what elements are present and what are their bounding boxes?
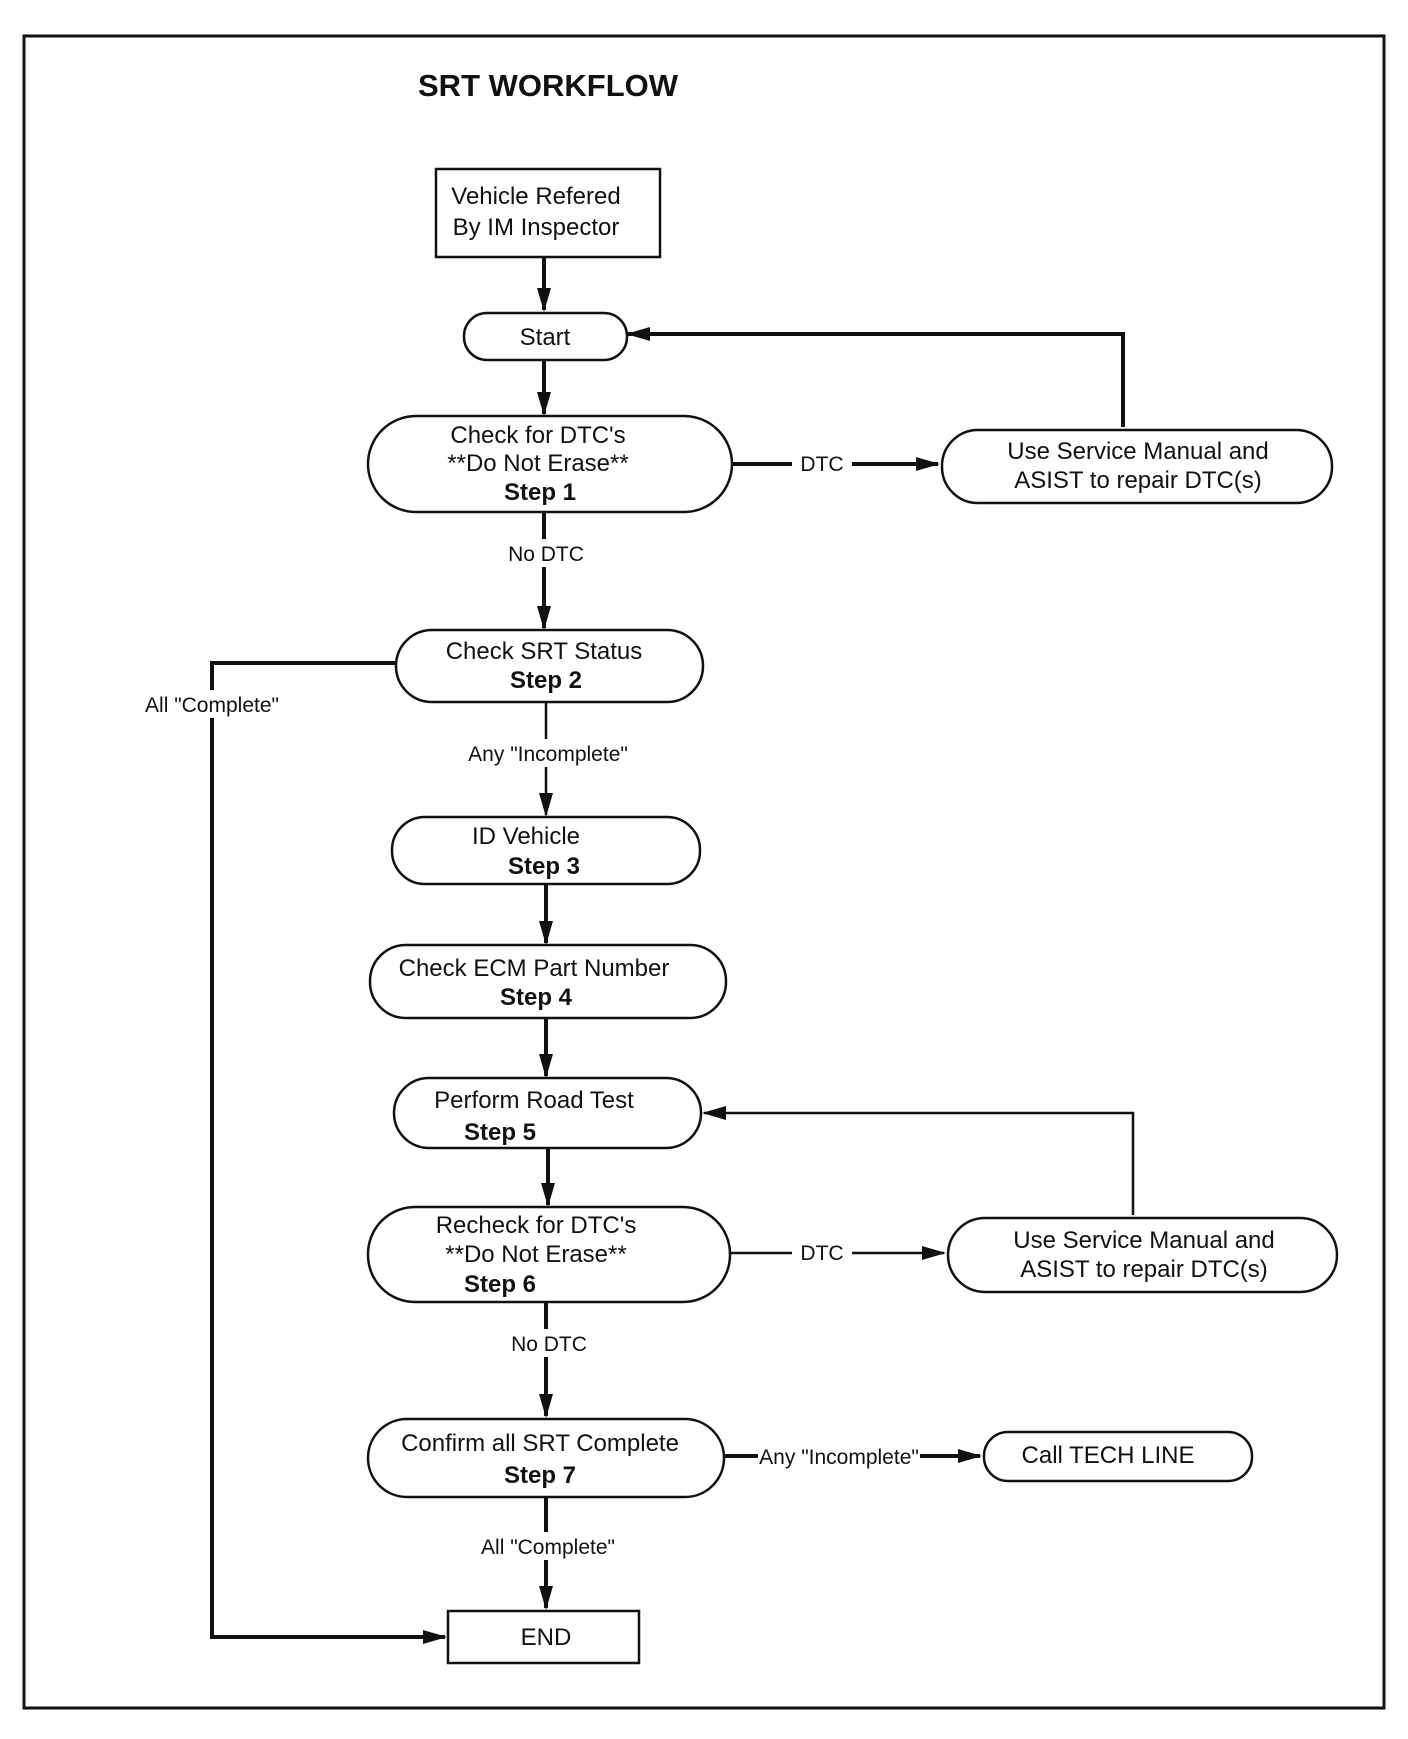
step-label: Step 4 xyxy=(500,984,573,1011)
node-text-line: By IM Inspector xyxy=(453,214,620,241)
node-step-3: ID Vehicle Step 3 xyxy=(390,815,702,886)
node-text-line: Check for DTC's xyxy=(450,422,625,449)
node-repair-dtc-1: Use Service Manual and ASIST to repair D… xyxy=(940,428,1334,505)
node-text-line: Perform Road Test xyxy=(434,1087,634,1114)
node-text-line: Check SRT Status xyxy=(446,638,643,665)
arrow-repair1-to-start xyxy=(626,327,1125,427)
node-vehicle-referred: Vehicle Refered By IM Inspector xyxy=(434,167,662,259)
arrow-repair2-to-step5 xyxy=(702,1106,1135,1215)
edge-label-step2-all-complete: All "Complete" xyxy=(145,694,279,717)
node-text-line: Call TECH LINE xyxy=(1022,1442,1195,1469)
node-text-line: **Do Not Erase** xyxy=(445,1241,626,1268)
node-text-line: Recheck for DTC's xyxy=(436,1212,637,1239)
edge-label-step7-any-incomplete: Any "Incomplete" xyxy=(759,1446,919,1469)
node-step-1: Check for DTC's **Do Not Erase** Step 1 xyxy=(366,414,734,514)
node-step-4: Check ECM Part Number Step 4 xyxy=(368,943,728,1020)
node-step-5: Perform Road Test Step 5 xyxy=(392,1076,703,1150)
node-text-line: ID Vehicle xyxy=(472,823,580,850)
label-backing xyxy=(480,1532,616,1560)
edge-label-step2-any-incomplete: Any "Incomplete" xyxy=(468,743,628,766)
label-backing xyxy=(758,1442,920,1470)
label-backing xyxy=(508,1329,590,1357)
label-backing xyxy=(504,539,586,567)
edge-label-step6-dtc: DTC xyxy=(800,1242,843,1265)
node-step-7: Confirm all SRT Complete Step 7 xyxy=(366,1417,726,1499)
node-start: Start xyxy=(462,311,629,362)
node-end: END xyxy=(446,1609,641,1665)
node-text-line: ASIST to repair DTC(s) xyxy=(1014,467,1262,494)
step-label: Step 2 xyxy=(510,667,582,694)
label-backing xyxy=(792,450,852,478)
step-label: Step 5 xyxy=(464,1119,536,1146)
node-repair-dtc-2: Use Service Manual and ASIST to repair D… xyxy=(946,1216,1339,1294)
step-label: Step 1 xyxy=(504,479,576,506)
edge-label-step7-all-complete: All "Complete" xyxy=(481,1536,615,1559)
arrow-step2-to-end xyxy=(210,661,447,1644)
node-text-line: Use Service Manual and xyxy=(1007,438,1268,465)
outer-frame xyxy=(22,34,1386,1710)
node-call-tech-line: Call TECH LINE xyxy=(982,1430,1254,1483)
node-text-line: ASIST to repair DTC(s) xyxy=(1020,1256,1268,1283)
edge-label-step1-dtc: DTC xyxy=(800,453,843,476)
node-text-line: Confirm all SRT Complete xyxy=(401,1430,679,1457)
node-text-line: Use Service Manual and xyxy=(1013,1227,1274,1254)
node-step-6: Recheck for DTC's **Do Not Erase** Step … xyxy=(366,1205,732,1304)
node-text-line: Vehicle Refered xyxy=(451,183,620,210)
label-backing xyxy=(792,1239,852,1267)
label-backing xyxy=(142,690,282,718)
step-label: Step 6 xyxy=(464,1271,536,1298)
diagram-title: SRT WORKFLOW xyxy=(418,68,679,103)
step-label: Step 3 xyxy=(508,853,580,880)
node-text-line: Check ECM Part Number xyxy=(399,955,670,982)
label-backing xyxy=(468,739,628,767)
edge-label-step6-no-dtc: No DTC xyxy=(511,1333,587,1356)
step-label: Step 7 xyxy=(504,1462,576,1489)
node-step-2: Check SRT Status Step 2 xyxy=(394,628,705,704)
node-text-line: END xyxy=(521,1624,572,1651)
edge-label-step1-no-dtc: No DTC xyxy=(508,543,584,566)
node-text-line: Start xyxy=(520,324,571,351)
node-text-line: **Do Not Erase** xyxy=(447,450,628,477)
